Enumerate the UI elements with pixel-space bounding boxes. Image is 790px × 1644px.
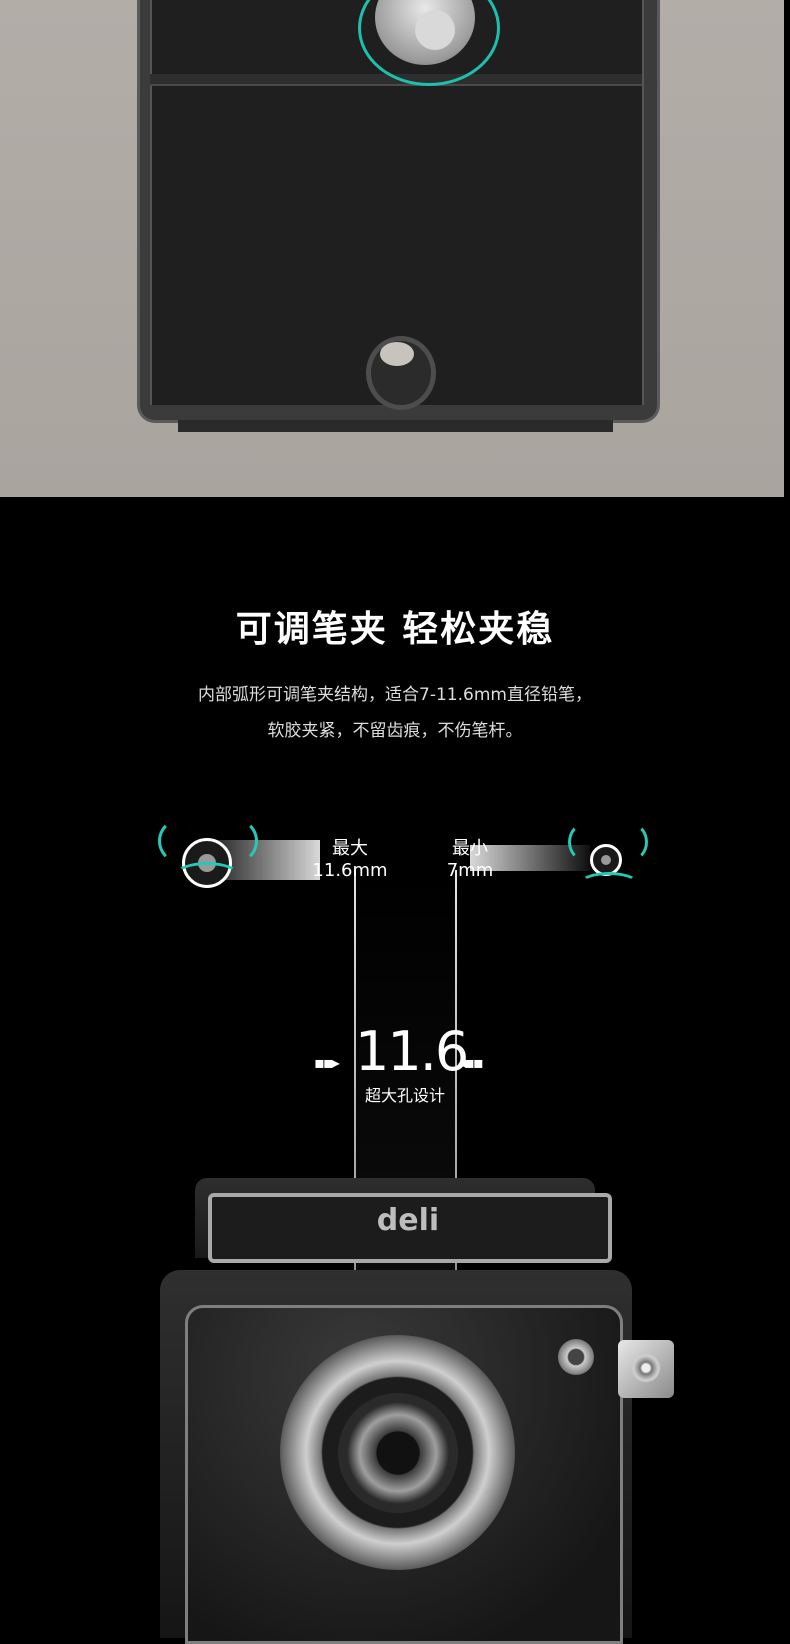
clamp-arc-icon bbox=[568, 822, 604, 862]
tray-divider bbox=[150, 74, 642, 86]
deli-logo: deli bbox=[376, 1203, 440, 1238]
clamp-arc-icon bbox=[212, 818, 258, 864]
tray-foot bbox=[178, 420, 613, 432]
hole-size-value: 11.6 bbox=[355, 1020, 469, 1083]
feature-description-line-2: 软胶夹紧，不留齿痕，不伤笔杆。 bbox=[267, 721, 523, 741]
pencil-hole bbox=[338, 1393, 458, 1513]
hole-size-caption: 超大孔设计 bbox=[364, 1086, 445, 1105]
feature-description-line-1: 内部弧形可调笔夹结构，适合7-11.6mm直径铅笔， bbox=[198, 685, 592, 705]
brand-plate bbox=[208, 1193, 612, 1263]
clamp-arc-icon bbox=[158, 818, 204, 864]
edge-strip bbox=[784, 0, 790, 497]
tray-photo-section bbox=[0, 0, 790, 497]
clamp-arc-icon bbox=[175, 862, 239, 888]
min-label: 最小 bbox=[452, 838, 488, 859]
max-value: 11.6mm bbox=[312, 860, 388, 881]
tray-hole-core bbox=[380, 342, 414, 366]
knob-icon bbox=[558, 1339, 594, 1375]
clamp-arc-icon bbox=[612, 822, 648, 862]
max-label: 最大 bbox=[332, 838, 368, 859]
crank-handle-icon bbox=[618, 1340, 674, 1398]
min-diameter-caption: 最小 7mm bbox=[425, 838, 515, 882]
arrow-left-icon: ◂▪▪ bbox=[458, 1053, 484, 1072]
arrow-right-icon: ▪▪▸ bbox=[314, 1053, 340, 1072]
clamp-arc-icon bbox=[580, 872, 638, 894]
feature-title: 可调笔夹 轻松夹稳 bbox=[235, 609, 555, 650]
min-value: 7mm bbox=[446, 860, 494, 881]
max-diameter-caption: 最大 11.6mm bbox=[300, 838, 400, 882]
